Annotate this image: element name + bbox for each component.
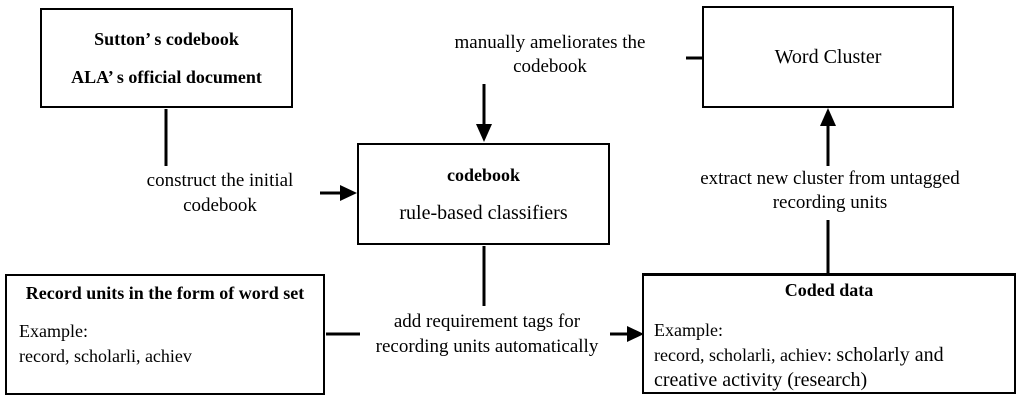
construct-to-codebook-arrow xyxy=(320,185,357,201)
add-tags-label-line1: add requirement tags for xyxy=(393,311,581,332)
extract-cluster-label-line1: extract new cluster from untagged xyxy=(700,168,960,189)
extract-cluster-label: extract new cluster from untagged record… xyxy=(660,167,1000,215)
record-units-example-label: Example: xyxy=(19,321,88,341)
coded-data-example: Example: record, scholarli, achiev: scho… xyxy=(654,318,1004,393)
word-cluster-box-title: Word Cluster xyxy=(774,46,882,68)
ameliorate-to-codebook-arrow xyxy=(476,84,492,142)
add-tags-label: add requirement tags for recording units… xyxy=(352,309,622,359)
construct-codebook-label: construct the initial codebook xyxy=(120,168,320,218)
coded-data-box-title: Coded data xyxy=(784,280,874,300)
sources-box: Sutton’ s codebook ALA’ s official docum… xyxy=(40,8,293,108)
coded-data-box: Coded data Example: record, scholarli, a… xyxy=(642,273,1016,394)
ameliorate-codebook-label-line1: manually ameliorates the xyxy=(454,32,646,53)
coded-data-category-part2: creative activity (research) xyxy=(654,369,868,391)
codebook-box: codebook rule-based classifiers xyxy=(357,143,610,245)
construct-codebook-label-line2: codebook xyxy=(183,195,257,216)
coded-data-category-part1: scholarly and xyxy=(836,344,944,366)
extract-cluster-label-line2: recording units xyxy=(772,192,888,213)
add-tags-label-line2: recording units automatically xyxy=(375,336,599,357)
sources-line-2: ALA’ s official document xyxy=(71,66,262,87)
ameliorate-codebook-label: manually ameliorates the codebook xyxy=(425,31,675,79)
record-units-box: Record units in the form of word set Exa… xyxy=(5,274,325,395)
construct-codebook-label-line1: construct the initial xyxy=(146,170,294,191)
codebook-box-subtitle: rule-based classifiers xyxy=(399,202,568,224)
coded-data-tags: record, scholarli, achiev: xyxy=(654,345,832,365)
coded-data-example-line: record, scholarli, achiev: scholarly and xyxy=(654,343,1004,368)
record-units-example-value: record, scholarli, achiev xyxy=(19,346,192,366)
sources-line-1: Sutton’ s codebook xyxy=(94,29,239,50)
extract-to-wordcluster-arrow xyxy=(820,108,836,166)
record-units-example: Example: record, scholarli, achiev xyxy=(19,319,311,369)
ameliorate-codebook-label-line2: codebook xyxy=(513,56,587,77)
word-cluster-box: Word Cluster xyxy=(702,6,954,108)
record-units-box-title: Record units in the form of word set xyxy=(25,283,305,303)
coded-data-example-label: Example: xyxy=(654,320,723,340)
codebook-box-title: codebook xyxy=(446,165,520,185)
